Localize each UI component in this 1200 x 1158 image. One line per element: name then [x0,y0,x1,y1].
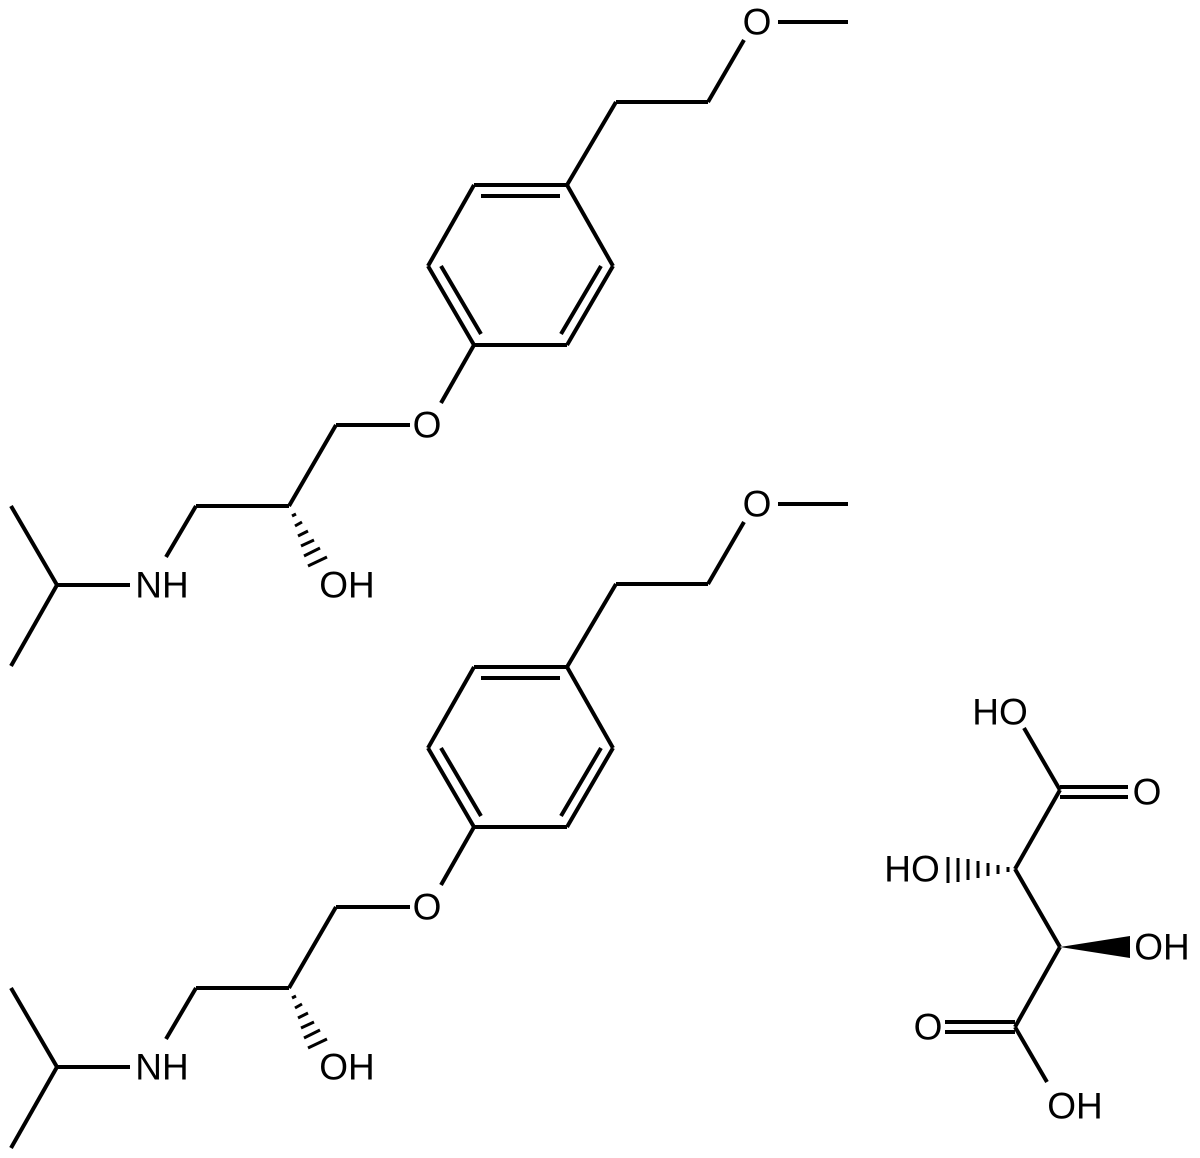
bond [565,100,618,187]
atom-label-oxygen: O [743,484,772,525]
bond [439,344,476,404]
metoprolol-molecule-2: O O NH OH [9,484,848,1149]
bond [9,1066,59,1149]
benzene-ring [426,665,615,829]
bond [9,986,59,1069]
bond [287,905,338,990]
bond [1013,946,1062,1028]
bond [164,986,198,1041]
tartaric-acid-molecule: HO O HO OH O OH [884,692,1190,1127]
atom-label-oxygen: O [914,1007,943,1048]
bond [439,826,476,886]
bond [1022,726,1062,792]
bond [9,504,59,587]
bond [164,504,198,559]
atom-label-oxygen: O [413,887,442,928]
benzene-ring [426,183,615,347]
solid-wedge-bond [1060,936,1130,958]
bond [287,423,338,508]
atom-label-hydroxyl: OH [1047,1086,1103,1127]
atom-label-hydroxyl: OH [1134,927,1190,968]
atom-label-hydroxyl: OH [319,565,375,606]
bond [565,582,618,669]
atom-label-hydroxyl: HO [972,692,1028,733]
atom-label-hydroxyl: HO [884,849,940,890]
bond [706,38,746,104]
metoprolol-molecule-1: O O NH OH [9,2,848,667]
hashed-wedge-bond [291,512,328,568]
hashed-wedge-bond [291,994,328,1050]
hashed-wedge-bond [946,857,1010,883]
bond [1013,868,1062,948]
bond [1013,789,1062,870]
bond [1013,1025,1049,1084]
bond [706,520,746,586]
atom-label-oxygen: O [743,2,772,43]
atom-label-oxygen: O [1133,772,1162,813]
atom-label-amine: NH [135,1047,188,1088]
bond [9,584,59,667]
atom-label-amine: NH [135,565,188,606]
atom-label-oxygen: O [413,405,442,446]
atom-label-hydroxyl: OH [319,1047,375,1088]
